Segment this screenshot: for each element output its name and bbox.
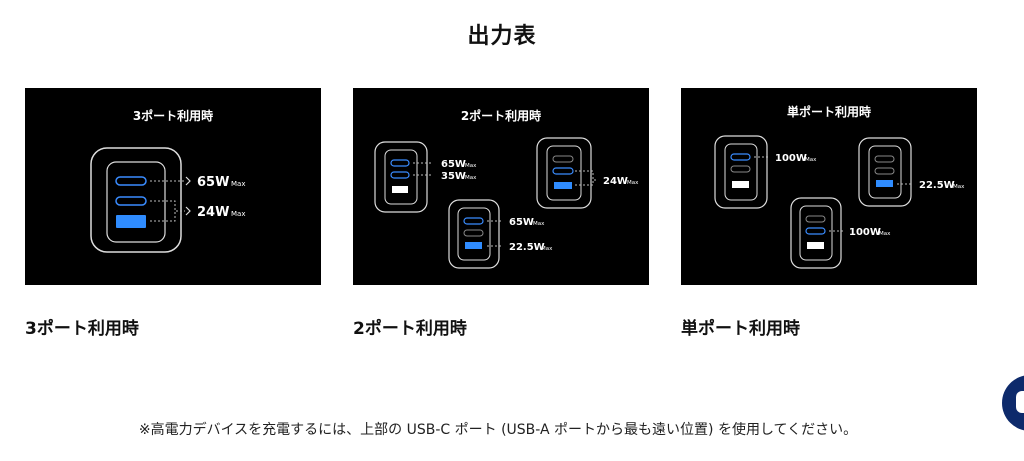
card-caption: 2ポート利用時 (353, 319, 467, 339)
svg-text:35W: 35W (441, 171, 466, 182)
card-heading: 単ポート利用時 (786, 105, 871, 119)
svg-text:Max: Max (533, 221, 545, 227)
output-label: 65W (197, 175, 229, 190)
svg-text:22.5W: 22.5W (919, 180, 955, 191)
svg-text:100W: 100W (849, 227, 881, 238)
card-single-port: 単ポート利用時 100W Max 22.5W Max 100W Max (681, 88, 977, 285)
svg-text:65W: 65W (441, 159, 466, 170)
svg-text:100W: 100W (775, 153, 807, 164)
charger-icon: 65W Max 35W Max 24W Max 65W Max 22.5W Ma… (374, 137, 639, 269)
card-caption: 単ポート利用時 (681, 319, 800, 339)
svg-text:Max: Max (953, 184, 965, 190)
page-title: 出力表 (467, 24, 537, 49)
card-two-port: 2ポート利用時 65W Max 35W Max 24W Max 65W Max (353, 88, 649, 285)
svg-text:24W: 24W (603, 176, 628, 187)
usb-a-port-icon (116, 215, 146, 228)
card-caption: 3ポート利用時 (25, 319, 139, 339)
chat-button[interactable] (1002, 375, 1024, 431)
svg-text:65W: 65W (509, 217, 534, 228)
svg-text:Max: Max (805, 157, 817, 163)
footnote: ※高電力デバイスを充電するには、上部の USB-C ポート (USB-A ポート… (138, 422, 858, 438)
usb-c-port-icon (115, 196, 147, 206)
svg-text:Max: Max (465, 163, 477, 169)
card-three-port: 3ポート利用時 65W Max 24W Max (25, 88, 321, 285)
svg-text:Max: Max (879, 231, 891, 237)
svg-text:Max: Max (465, 175, 477, 181)
usb-c-port-icon (115, 176, 147, 186)
card-heading: 2ポート利用時 (460, 109, 542, 123)
max-label: Max (231, 180, 245, 188)
chat-icon (1016, 391, 1024, 413)
svg-text:22.5W: 22.5W (509, 242, 545, 253)
charger-icon: 100W Max 22.5W Max 100W Max (714, 135, 965, 269)
max-label: Max (231, 210, 245, 218)
svg-text:Max: Max (627, 180, 639, 186)
output-label: 24W (197, 205, 229, 220)
svg-text:Max: Max (541, 246, 553, 252)
card-heading: 3ポート利用時 (132, 109, 214, 123)
charger-icon: 65W Max 24W Max (90, 147, 245, 253)
